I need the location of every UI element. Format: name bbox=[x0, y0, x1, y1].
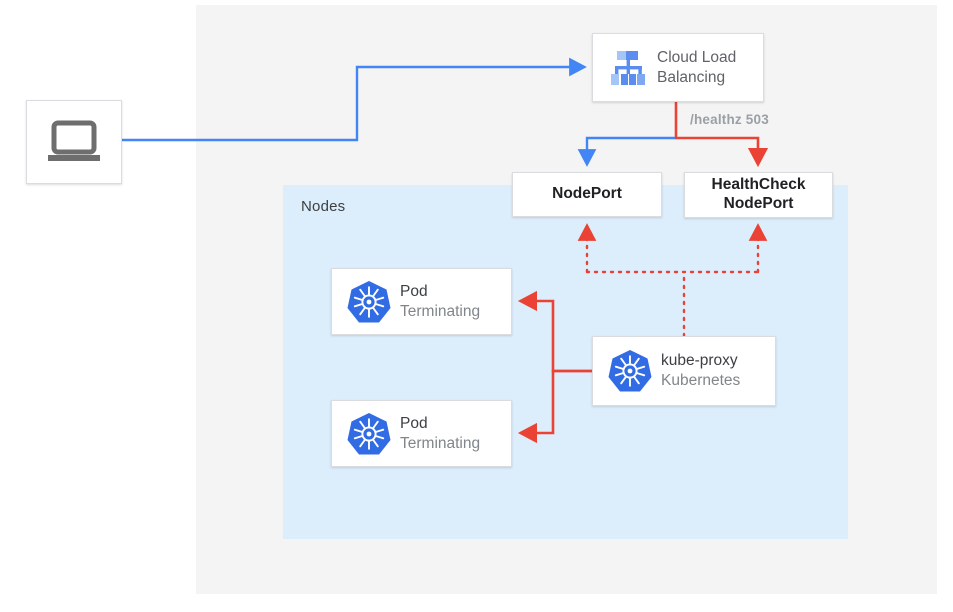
kubernetes-icon bbox=[338, 411, 400, 457]
kube-proxy-node[interactable]: kube-proxy Kubernetes bbox=[592, 336, 776, 406]
pod-2-status: Terminating bbox=[400, 434, 481, 452]
kubernetes-icon bbox=[338, 279, 400, 325]
pod-node-2[interactable]: Pod Terminating bbox=[331, 400, 512, 467]
clb-title-line2: Balancing bbox=[657, 68, 726, 86]
laptop-icon bbox=[45, 119, 103, 165]
healthcheck-nodeport-label-line1: HealthCheck bbox=[711, 176, 806, 194]
healthcheck-nodeport-node[interactable]: HealthCheck NodePort bbox=[684, 172, 833, 218]
pod-1-label: Pod Terminating bbox=[400, 282, 480, 322]
pod-2-title: Pod bbox=[400, 414, 428, 432]
nodes-panel-label: Nodes bbox=[301, 198, 346, 215]
pod-node-1[interactable]: Pod Terminating bbox=[331, 268, 512, 335]
client-node[interactable] bbox=[26, 100, 122, 184]
cloud-load-balancing-icon bbox=[601, 48, 657, 88]
pod-2-label: Pod Terminating bbox=[400, 414, 480, 454]
pod-1-status: Terminating bbox=[400, 302, 481, 320]
healthz-status-label: /healthz 503 bbox=[690, 112, 769, 127]
clb-title-line1: Cloud Load bbox=[657, 48, 737, 66]
edge-kubeproxy-to-pod2 bbox=[517, 369, 592, 444]
kube-proxy-subtitle: Kubernetes bbox=[661, 372, 741, 389]
pod-1-title: Pod bbox=[400, 282, 428, 300]
edge-loadbalancer-to-nodeport bbox=[577, 136, 677, 167]
edge-kubeproxy-to-pod1 bbox=[517, 290, 592, 373]
nodeport-label: NodePort bbox=[552, 185, 622, 203]
nodeport-node[interactable]: NodePort bbox=[512, 172, 662, 217]
kube-proxy-title: kube-proxy bbox=[661, 352, 738, 370]
kube-proxy-label: kube-proxy Kubernetes bbox=[661, 351, 740, 391]
cloud-load-balancing-label: Cloud Load Balancing bbox=[657, 48, 736, 88]
cloud-load-balancing-node[interactable]: Cloud Load Balancing bbox=[592, 33, 764, 102]
kubernetes-icon bbox=[599, 348, 661, 394]
edge-client-to-loadbalancer bbox=[122, 57, 587, 142]
healthcheck-nodeport-label-line2: NodePort bbox=[723, 195, 794, 212]
edge-loadbalancer-to-healthcheck-nodeport bbox=[675, 136, 769, 168]
